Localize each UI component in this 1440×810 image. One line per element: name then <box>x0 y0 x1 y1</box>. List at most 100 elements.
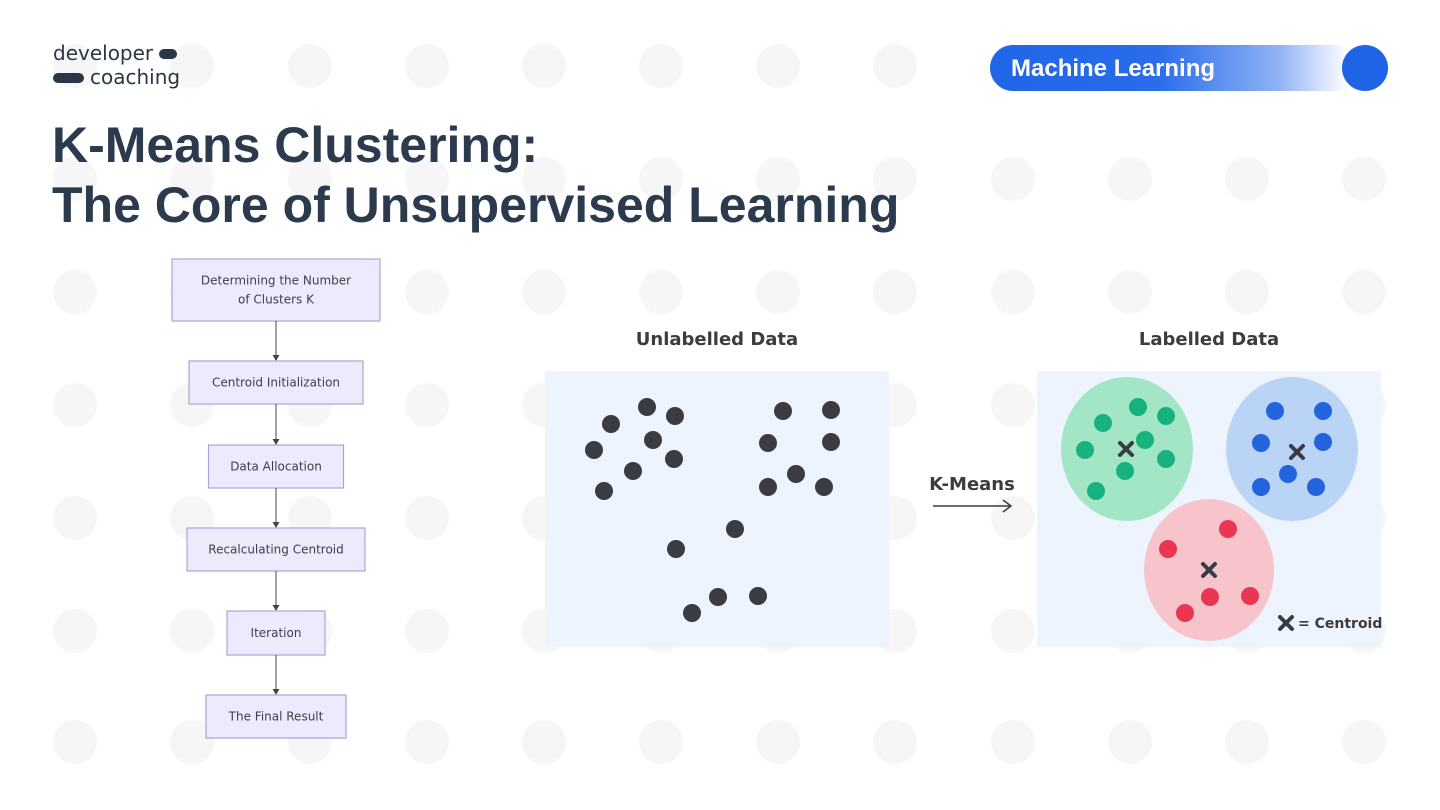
flow-step-box <box>205 694 347 739</box>
unlabelled-data-point <box>759 434 777 452</box>
logo-pill-mark <box>159 48 178 59</box>
unlabelled-data-point <box>667 540 685 558</box>
background-dot <box>1225 157 1269 201</box>
flow-step: Centroid Initialization <box>188 360 364 405</box>
background-dot <box>405 157 449 201</box>
category-badge: Machine Learning <box>990 45 1388 91</box>
unlabelled-data-point <box>749 587 767 605</box>
developer-coaching-logo: developer coaching <box>53 42 180 89</box>
flow-arrowhead <box>272 355 280 361</box>
flow-arrowhead <box>272 522 280 528</box>
logo-text-coaching: coaching <box>90 65 181 89</box>
cluster-red-point <box>1219 520 1237 538</box>
unlabelled-data-point <box>759 478 777 496</box>
unlabelled-data-point <box>644 431 662 449</box>
cluster-red-point <box>1201 588 1219 606</box>
background-dot <box>1108 157 1152 201</box>
background-dot <box>405 496 449 540</box>
category-badge-label: Machine Learning <box>1011 55 1216 82</box>
background-dot <box>522 270 566 314</box>
background-dot <box>756 157 800 201</box>
legend-centroid-label: = Centroid <box>1298 616 1382 632</box>
background-dot <box>756 720 800 764</box>
background-dot <box>1225 270 1269 314</box>
flow-step-label: The Final Result <box>228 710 324 724</box>
cluster-green-point <box>1094 414 1112 432</box>
background-dot <box>991 383 1035 427</box>
background-dot <box>53 270 97 314</box>
cluster-blue-point <box>1279 465 1297 483</box>
unlabelled-data-point <box>666 407 684 425</box>
unlabelled-data-point <box>815 478 833 496</box>
centroid-cross-stroke <box>1118 441 1134 457</box>
cluster-blue-point <box>1307 478 1325 496</box>
background-dot <box>170 44 214 88</box>
background-dot <box>53 496 97 540</box>
cluster-green-point <box>1157 407 1175 425</box>
page-title-line-1: K-Means Clustering: <box>52 117 539 173</box>
background-dot <box>170 720 214 764</box>
background-dot <box>639 44 683 88</box>
unlabelled-data-point <box>787 465 805 483</box>
unlabelled-data-point <box>595 482 613 500</box>
background-dot <box>288 44 332 88</box>
flow-step-label: Recalculating Centroid <box>208 543 343 557</box>
flow-step-box <box>207 444 345 489</box>
background-dot <box>405 609 449 653</box>
kmeans-arrow-head <box>1002 499 1013 513</box>
background-dot <box>1108 270 1152 314</box>
background-dot <box>170 609 214 653</box>
cluster-blue-point <box>1314 402 1332 420</box>
background-dot <box>873 720 917 764</box>
kmeans-arrow-label: K-Means <box>929 474 1015 495</box>
cluster-blue-point <box>1252 434 1270 452</box>
page-title-line-2: The Core of Unsupervised Learning <box>52 177 900 233</box>
flow-step-label: of Clusters K <box>238 293 315 307</box>
background-dot <box>1342 157 1386 201</box>
unlabelled-data-point <box>624 462 642 480</box>
background-dot <box>405 720 449 764</box>
flow-step: Recalculating Centroid <box>186 527 366 572</box>
flow-arrowhead <box>272 605 280 611</box>
cluster-red-point <box>1176 604 1194 622</box>
background-dot <box>53 609 97 653</box>
unlabelled-data-title: Unlabelled Data <box>636 329 798 350</box>
background-dot <box>639 720 683 764</box>
centroid-cross-stroke <box>1289 444 1305 460</box>
background-dot <box>873 157 917 201</box>
background-dot <box>405 270 449 314</box>
flow-step-label: Data Allocation <box>230 460 322 474</box>
background-dot <box>873 270 917 314</box>
background-dot <box>170 157 214 201</box>
background-dot <box>405 44 449 88</box>
flow-step-box <box>188 360 364 405</box>
background-dot <box>639 270 683 314</box>
page-title: K-Means Clustering: The Core of Unsuperv… <box>52 115 899 235</box>
background-dot <box>53 383 97 427</box>
background-dot <box>873 44 917 88</box>
background-dot <box>756 270 800 314</box>
legend-centroid-marker <box>1278 615 1294 631</box>
cluster-red-centroid-marker <box>1201 562 1217 578</box>
unlabelled-data-point <box>726 520 744 538</box>
cluster-blue-point <box>1266 402 1284 420</box>
unlabelled-data-point <box>822 401 840 419</box>
flow-step: Data Allocation <box>207 444 345 489</box>
cluster-green-point <box>1087 482 1105 500</box>
unlabelled-data-point <box>602 415 620 433</box>
unlabelled-data-point <box>585 441 603 459</box>
flow-arrowhead <box>272 689 280 695</box>
cluster-blue-point <box>1314 433 1332 451</box>
background-dot <box>1342 270 1386 314</box>
background-dot <box>991 157 1035 201</box>
background-dot <box>53 720 97 764</box>
background-dot <box>1225 720 1269 764</box>
labelled-data-title: Labelled Data <box>1139 329 1279 350</box>
background-dot <box>1108 720 1152 764</box>
background-dot <box>288 157 332 201</box>
flow-step-label: Iteration <box>251 626 302 640</box>
flow-step-box <box>186 527 366 572</box>
background-dot <box>991 496 1035 540</box>
centroid-cross-stroke <box>1278 615 1294 631</box>
flow-step-label: Determining the Number <box>201 274 351 288</box>
